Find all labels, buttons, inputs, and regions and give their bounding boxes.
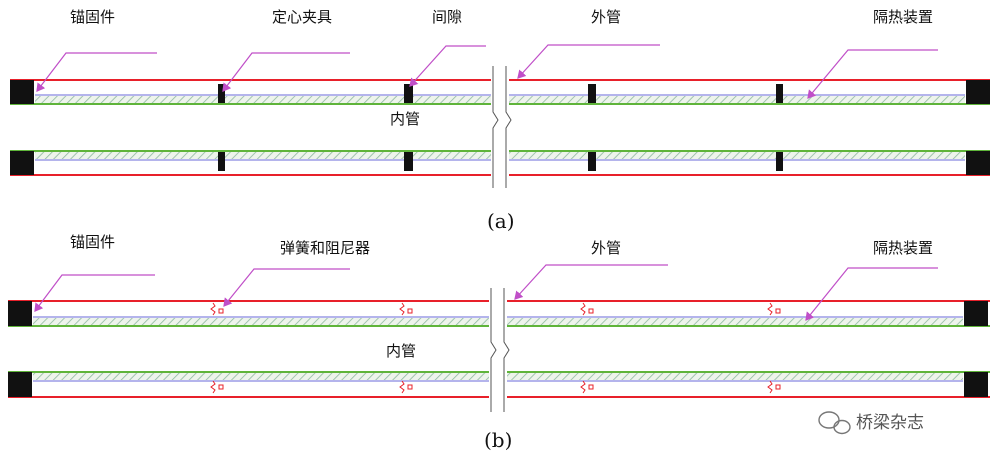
leader-insulation [805, 267, 938, 321]
anchor-block [10, 80, 34, 104]
label-anchor: 锚固件 [70, 8, 115, 26]
label-insulation: 隔热装置 [873, 239, 933, 257]
centering-clamp [588, 84, 596, 103]
label-outer-pipe: 外管 [591, 239, 621, 257]
spring-damper [210, 380, 781, 394]
leaders-b [34, 264, 938, 321]
label-gap: 间隙 [432, 8, 462, 26]
label-spring-damper: 弹簧和阻尼器 [280, 239, 370, 257]
label-inner-pipe: 内管 [390, 110, 420, 128]
caption-a: (a) [487, 209, 515, 233]
spring-damper [210, 302, 781, 316]
label-insulation: 隔热装置 [873, 8, 933, 26]
leader-anchor [34, 274, 155, 312]
anchor-block [966, 80, 990, 104]
anchor-block [966, 151, 990, 175]
label-centering-clamp: 定心夹具 [272, 8, 332, 26]
anchor-block [8, 301, 32, 326]
watermark-text: 桥梁杂志 [856, 413, 924, 433]
leader-clamp [222, 52, 350, 92]
label-outer-pipe: 外管 [591, 8, 621, 26]
wechat-icon [818, 411, 851, 435]
label-anchor: 锚固件 [70, 233, 115, 251]
centering-clamp [776, 84, 783, 103]
figure-b: 锚固件 弹簧和阻尼器 外管 隔热装置 内管 (b) [8, 233, 990, 452]
caption-b: (b) [484, 428, 512, 452]
figure-a: 锚固件 定心夹具 间隙 外管 隔热装置 内管 (a) [10, 8, 990, 233]
leaders-a [36, 44, 938, 99]
centering-clamp [588, 152, 596, 171]
label-inner-pipe: 内管 [386, 342, 416, 360]
break-mark [491, 66, 512, 188]
anchor-block [8, 372, 32, 397]
leader-spring-damper [223, 268, 350, 307]
watermark: 桥梁杂志 [818, 411, 924, 435]
leader-outer [517, 44, 660, 79]
anchor-block [964, 372, 988, 397]
centering-clamp [218, 84, 225, 103]
leader-gap [409, 45, 486, 87]
anchor-block [964, 301, 988, 326]
leader-outer [514, 264, 668, 300]
leader-insulation [807, 49, 938, 99]
centering-clamp [404, 152, 413, 171]
centering-clamp [218, 152, 225, 171]
break-mark [489, 288, 510, 412]
leader-anchor [36, 52, 157, 92]
centering-clamp [776, 152, 783, 171]
anchor-block [10, 151, 34, 175]
centering-clamp [404, 84, 413, 103]
